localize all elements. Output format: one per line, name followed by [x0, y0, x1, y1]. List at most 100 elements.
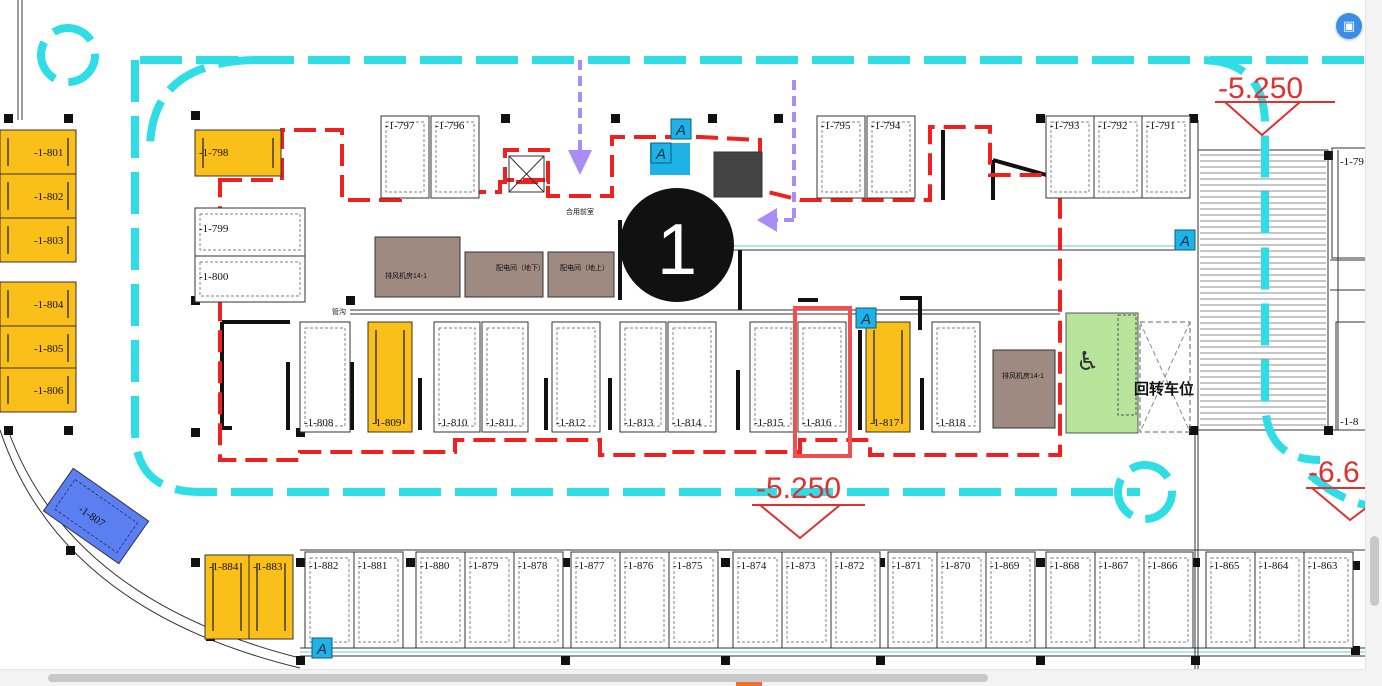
parking-space[interactable]: -1-805 [0, 325, 77, 371]
parking-space[interactable]: -1-793 [1045, 115, 1095, 199]
column [1036, 114, 1045, 123]
parking-space[interactable]: -1-864 [1254, 551, 1305, 649]
parking-space[interactable]: -1-794 [866, 115, 916, 199]
column [1191, 656, 1200, 665]
space-label: -1-869 [990, 560, 1020, 572]
svg-text:A: A [655, 146, 666, 163]
space-label: -1-881 [358, 560, 387, 572]
parking-space[interactable]: -1-880 [415, 551, 466, 649]
parking-space[interactable]: -1-865 [1205, 551, 1256, 649]
column [708, 114, 717, 123]
direction-arrows [568, 60, 796, 232]
space-label: -1-805 [34, 343, 64, 355]
parking-space[interactable]: -1-796 [430, 115, 480, 199]
column [1189, 114, 1198, 123]
parking-space[interactable]: -1-869 [985, 551, 1036, 649]
parking-space[interactable]: -1-870 [936, 551, 987, 649]
svg-text:A: A [860, 311, 871, 328]
parking-space[interactable]: -1-818 [931, 321, 981, 433]
parking-space[interactable]: -1-817 [865, 321, 911, 433]
parking-space[interactable]: -1-878 [513, 551, 564, 649]
parking-space[interactable]: -1-804 [0, 281, 77, 327]
parking-space[interactable]: -1-802 [0, 173, 77, 219]
column [501, 114, 510, 123]
space-label: -1-804 [34, 299, 64, 311]
parking-space[interactable]: -1-798 [194, 129, 282, 177]
tool-button[interactable]: ▣ [1336, 13, 1362, 39]
parking-space[interactable]: -1-814 [667, 321, 717, 433]
horizontal-scroll-thumb[interactable] [48, 674, 988, 682]
parking-space[interactable]: -1-795 [816, 115, 866, 199]
elec-room-a: 配电间（地下） [464, 251, 545, 298]
parking-space[interactable]: -1-808 [299, 321, 351, 433]
parking-space[interactable]: -1-807 [42, 467, 150, 565]
parking-space[interactable]: -1-866 [1143, 551, 1194, 649]
elevation-marker-right: -6.6 [1306, 456, 1366, 522]
column [296, 558, 305, 567]
column [296, 656, 305, 665]
wheelchair-icon: ♿ [1076, 346, 1099, 376]
vertical-scrollbar[interactable] [1365, 0, 1382, 670]
horizontal-scrollbar[interactable] [0, 669, 1366, 686]
svg-text:回转车位: 回转车位 [1134, 380, 1194, 398]
parking-space[interactable]: -1-815 [749, 321, 797, 433]
parking-space[interactable]: -1-877 [570, 551, 621, 649]
svg-text:A: A [1179, 233, 1190, 250]
vertical-scroll-thumb[interactable] [1370, 536, 1379, 606]
parking-space[interactable]: -1-872 [830, 551, 881, 649]
column [561, 656, 570, 665]
space-label: -1-814 [672, 417, 702, 429]
parking-space[interactable]: -1-879 [464, 551, 515, 649]
parking-space[interactable]: -1-809 [367, 321, 413, 433]
column [1036, 656, 1045, 665]
parking-space[interactable]: -1-816 [797, 321, 847, 433]
parking-space[interactable]: -1-801 [0, 129, 77, 175]
floor-plan-canvas[interactable]: -1-801-1-802-1-803 -1-804 -1-805 -1-806 -1-8… [0, 0, 1366, 670]
parking-space[interactable]: -1-875 [668, 551, 719, 649]
column [64, 426, 73, 435]
space-label: -1-870 [941, 560, 971, 572]
svg-text:1: 1 [657, 210, 697, 290]
parking-space[interactable]: -1-874 [732, 551, 783, 649]
parking-space[interactable]: -1-806 [0, 367, 77, 413]
parking-space[interactable]: -1-883 [248, 554, 294, 640]
parking-space[interactable]: -1-882 [304, 551, 355, 649]
parking-space[interactable]: -1-792 [1093, 115, 1143, 199]
svg-text:-5.250: -5.250 [1218, 72, 1303, 105]
svg-text:配电间（地上）: 配电间（地上） [560, 263, 609, 272]
elec-room-b: 配电间（地上） [547, 251, 615, 298]
parking-space[interactable]: -1-811 [481, 321, 529, 433]
space-label: -1-818 [936, 417, 966, 429]
parking-space[interactable]: -1-799 [194, 207, 306, 257]
parking-space[interactable]: -1-884 [204, 554, 250, 640]
parking-space[interactable]: -1-881 [353, 551, 404, 649]
column [876, 656, 885, 665]
turn-area: 回转车位 [1134, 321, 1194, 433]
parking-space[interactable]: -1-863 [1303, 551, 1354, 649]
parking-space[interactable]: -1-810 [433, 321, 481, 433]
column [774, 114, 783, 123]
parking-space[interactable]: -1-876 [619, 551, 670, 649]
space-label: -1-875 [673, 560, 703, 572]
parking-space[interactable]: -1-797 [380, 115, 430, 199]
space-label: -1-864 [1259, 560, 1289, 572]
highlight-box-816[interactable] [793, 306, 852, 458]
bottom-tab-stub [736, 681, 936, 686]
parking-space[interactable]: -1-791 [1141, 115, 1191, 199]
accessible-marker: A [311, 637, 333, 659]
column [1324, 426, 1333, 435]
parking-space[interactable]: -1-873 [781, 551, 832, 649]
parking-space[interactable]: -1-867 [1094, 551, 1145, 649]
column [611, 114, 620, 123]
space-label: -1-817 [870, 417, 900, 429]
parking-space[interactable]: -1-803 [0, 217, 77, 263]
parking-space[interactable]: -1-812 [551, 321, 601, 433]
parking-space[interactable]: -1-868 [1045, 551, 1096, 649]
parking-space[interactable]: -1-800 [194, 255, 306, 303]
column [4, 114, 13, 123]
parking-space[interactable]: -1-813 [619, 321, 667, 433]
space-label-edge: -1-8 [1340, 416, 1359, 428]
accessible-space-819[interactable]: ♿ [1065, 312, 1139, 434]
column [561, 558, 570, 567]
parking-space[interactable]: -1-871 [887, 551, 938, 649]
